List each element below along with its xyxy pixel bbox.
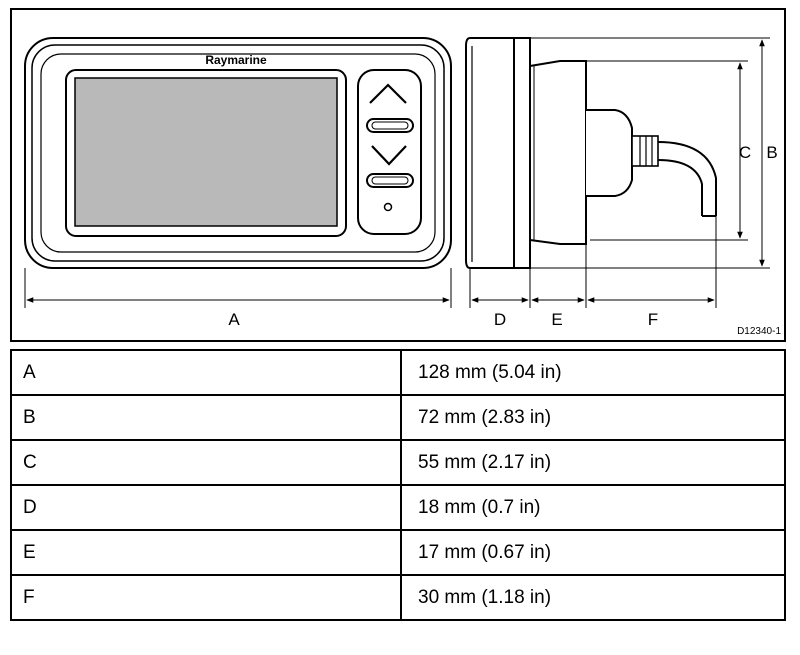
table-cell-label: B	[10, 394, 402, 441]
cable-strain-relief	[631, 135, 659, 167]
oval-button-icon	[366, 118, 414, 133]
table-cell-value: 128 mm (5.04 in)	[400, 349, 786, 396]
screen	[74, 77, 338, 227]
table-cell-label: D	[10, 484, 402, 531]
keypad-panel	[357, 69, 422, 235]
dimensions-table: A 128 mm (5.04 in) B 72 mm (2.83 in) C 5…	[10, 349, 786, 621]
dimension-b	[530, 37, 770, 269]
table-cell-label: A	[10, 349, 402, 396]
table-row: A 128 mm (5.04 in)	[10, 349, 786, 396]
table-row: D 18 mm (0.7 in)	[10, 484, 786, 531]
table-cell-value: 72 mm (2.83 in)	[400, 394, 786, 441]
side-bezel-flange	[513, 37, 531, 269]
oval-button-inner-icon	[371, 121, 409, 130]
table-row: C 55 mm (2.17 in)	[10, 439, 786, 486]
dimension-c	[586, 60, 748, 241]
oval-button-inner-icon	[371, 176, 409, 185]
table-row: B 72 mm (2.83 in)	[10, 394, 786, 441]
table-cell-value: 17 mm (0.67 in)	[400, 529, 786, 576]
table-cell-value: 30 mm (1.18 in)	[400, 574, 786, 621]
table-cell-label: C	[10, 439, 402, 486]
front-bezel-inner	[31, 44, 445, 262]
cable-boot	[586, 109, 633, 197]
dimension-label-e: E	[551, 310, 562, 329]
front-bezel-inset	[40, 53, 436, 253]
side-view	[465, 37, 717, 269]
brand-logo: Raymarine	[205, 53, 267, 67]
front-view	[24, 37, 452, 269]
dimension-label-f: F	[648, 310, 658, 329]
oval-button-icon	[366, 173, 414, 188]
dimension-label-c: C	[739, 143, 751, 162]
table-row: F 30 mm (1.18 in)	[10, 574, 786, 621]
drawing-reference: D12340-1	[737, 326, 781, 337]
dimension-label-a: A	[228, 310, 240, 329]
circle-dot-icon	[383, 202, 393, 212]
table-cell-value: 55 mm (2.17 in)	[400, 439, 786, 486]
table-cell-value: 18 mm (0.7 in)	[400, 484, 786, 531]
dimension-label-b: B	[766, 143, 777, 162]
dimension-diagram: Raymarine A C B	[24, 37, 781, 337]
dimension-a	[24, 268, 452, 308]
table-cell-label: E	[10, 529, 402, 576]
dimension-label-d: D	[494, 310, 506, 329]
table-row: E 17 mm (0.67 in)	[10, 529, 786, 576]
side-bezel	[465, 37, 515, 269]
table-cell-label: F	[10, 574, 402, 621]
dimension-def	[469, 216, 717, 308]
front-bezel-outer	[24, 37, 452, 269]
chevron-up-icon	[369, 83, 407, 104]
rear-housing	[529, 60, 587, 245]
chevron-down-icon	[371, 145, 407, 166]
